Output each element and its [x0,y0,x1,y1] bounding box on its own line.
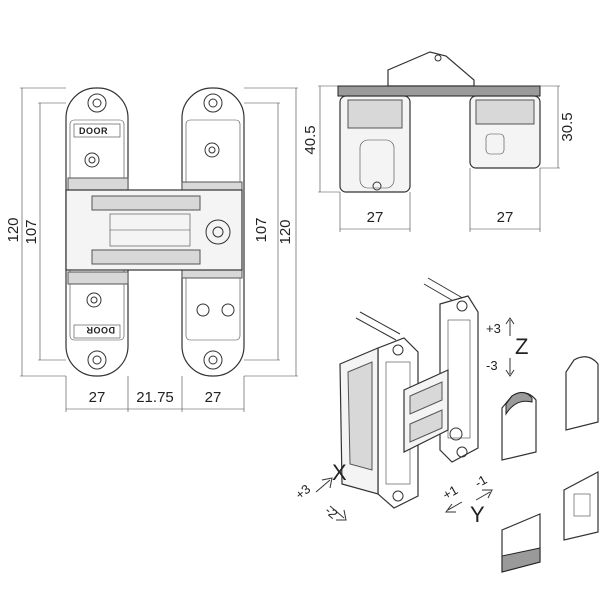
isometric-view: +3 -3 Z +3 -2 X +1 -1 Y [292,277,599,573]
x-axis-label: X [332,460,347,485]
adjust-screw-icon [204,142,220,158]
hinge-arm-top [387,51,475,87]
screw-hole-icon [87,93,107,113]
dim-width-right: 27 [205,389,222,406]
dim-side-width-left: 27 [367,209,384,226]
screw-icon [355,317,397,341]
front-view: DOOR DOOR 120 [5,87,298,412]
y-plus: +1 [440,482,460,502]
z-plus: +3 [486,321,501,336]
dim-width-left: 27 [89,389,106,406]
brand-mark-top: DOOR [79,126,108,136]
dim-width-center: 21.75 [136,389,174,406]
y-axis-label: Y [470,502,485,527]
dim-side-height-right: 30.5 [559,112,576,141]
x-plus: +3 [292,481,313,502]
adjust-screw-icon [84,152,100,168]
adjust-screw-icon [86,292,102,308]
brand-mark-bottom: DOOR [86,325,115,335]
dim-height-inner-right: 107 [253,217,270,242]
cover-cap [563,471,599,541]
z-axis-label: Z [515,334,528,359]
dim-side-width-right: 27 [497,209,514,226]
pivot-icon [205,219,231,245]
rear-leaf [439,295,479,463]
dim-height-outer-right: 120 [277,219,294,244]
cover-cap [565,356,599,431]
dim-side-height-left: 40.5 [302,125,319,154]
z-minus: -3 [486,358,498,373]
y-minus: -1 [472,472,490,491]
dim-height-inner: 107 [23,219,40,244]
screw-hole-icon [203,350,223,370]
screw-hole-icon [203,93,223,113]
side-view: 40.5 30.5 27 27 [302,51,576,232]
mounting-flange [337,85,541,97]
screw-hole-icon [87,350,107,370]
x-minus: -2 [322,503,340,522]
dim-height-outer: 120 [5,217,22,242]
